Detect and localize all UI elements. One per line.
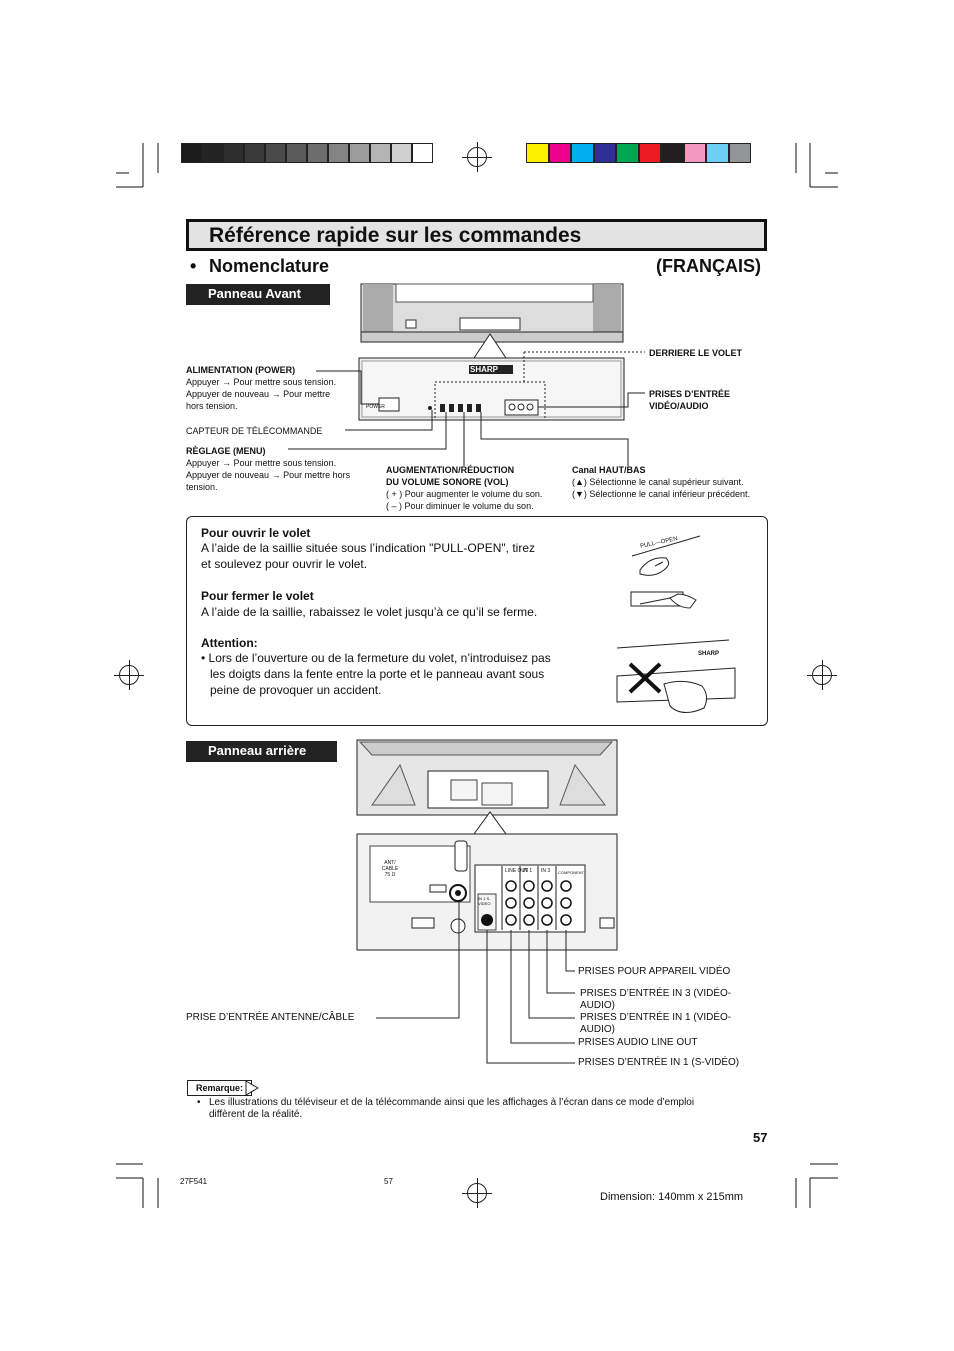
jack-line-out-label: LINE OUT <box>505 868 529 874</box>
remarque-tag: Remarque: <box>187 1080 253 1096</box>
close-door-text: A l’aide de la saillie, rabaissez le vol… <box>201 605 538 619</box>
calibration-swatch <box>526 143 549 163</box>
line-out-jacks-label: PRISES AUDIO LINE OUT <box>578 1037 698 1048</box>
attention-text: • Lors de l’ouverture ou de la fermeture… <box>201 651 551 697</box>
video-device-jacks-label: PRISES POUR APPAREIL VIDÉO <box>578 966 731 977</box>
registration-mark-icon <box>807 660 837 690</box>
page-title: Référence rapide sur les commandes <box>209 224 582 247</box>
print-page-number: 57 <box>384 1177 393 1186</box>
calibration-swatch <box>638 143 661 163</box>
registration-mark-icon <box>462 142 492 172</box>
attention-title: Attention: <box>201 636 258 650</box>
power-label: ALIMENTATION (POWER) Appuyer → Pour mett… <box>186 365 337 411</box>
page-number: 57 <box>753 1130 768 1145</box>
calibration-swatch <box>265 143 286 163</box>
calibration-swatch <box>286 143 307 163</box>
menu-label: RÈGLAGE (MENU) Appuyer → Pour mettre sou… <box>186 446 351 492</box>
calibration-swatch <box>181 143 202 163</box>
open-door-text: A l’aide de la saillie située sous l’ind… <box>201 541 536 571</box>
page-title-bar: Référence rapide sur les commandes <box>186 219 767 251</box>
jack-in1-svideo-label: IN 1 S-VIDEO <box>478 896 491 906</box>
behind-door-label: DERRIERE LE VOLET <box>649 348 743 358</box>
calibration-swatch <box>349 143 370 163</box>
front-panel-tag: Panneau Avant <box>186 284 330 305</box>
calibration-swatch <box>307 143 328 163</box>
calibration-swatch <box>593 143 616 163</box>
in3-jacks-label: PRISES D’ENTRÉE IN 3 (VIDÉO-AUDIO) <box>580 988 732 1011</box>
gray-calibration-strip <box>181 143 433 163</box>
section-heading: Nomenclature <box>209 256 330 276</box>
section-bullet: • <box>190 256 197 276</box>
color-calibration-strip <box>526 143 751 163</box>
jack-component-label: COMPONENT <box>558 870 584 875</box>
calibration-swatch <box>706 143 729 163</box>
channel-label: Canal HAUT/BAS (▲) Sélectionne le canal … <box>572 465 751 499</box>
calibration-swatch <box>571 143 594 163</box>
calibration-swatch <box>391 143 412 163</box>
jack-in1-label: IN 1 <box>523 868 533 874</box>
calibration-swatch <box>728 143 751 163</box>
door-brand-logo: SHARP <box>698 651 720 657</box>
remarque-arrow-icon <box>245 1080 259 1096</box>
registration-mark-icon <box>114 660 144 690</box>
jack-in3-label: IN 3 <box>541 868 551 874</box>
rear-panel-tag: Panneau arrière <box>186 741 337 762</box>
calibration-swatch <box>412 143 433 163</box>
in1-svideo-jack-label: PRISES D’ENTRÉE IN 1 (S-VIDÉO) <box>578 1057 740 1068</box>
language-label: (FRANÇAIS) <box>656 256 761 276</box>
calibration-swatch <box>244 143 265 163</box>
door-instructions-box: Pour ouvrir le volet A l’aide de la sail… <box>186 516 768 726</box>
calibration-swatch <box>683 143 706 163</box>
remarque-bullet: • <box>197 1097 201 1108</box>
calibration-swatch <box>548 143 571 163</box>
front-brand-logo: SHARP <box>470 365 499 374</box>
close-door-title: Pour fermer le volet <box>201 589 314 603</box>
calibration-swatch <box>202 143 223 163</box>
open-door-title: Pour ouvrir le volet <box>201 526 311 540</box>
calibration-swatch <box>661 143 684 163</box>
calibration-swatch <box>223 143 244 163</box>
antenna-jack-label: PRISE D’ENTRÉE ANTENNE/CÂBLE <box>186 1012 355 1023</box>
in1-jacks-label: PRISES D’ENTRÉE IN 1 (VIDÉO-AUDIO) <box>580 1012 732 1035</box>
calibration-swatch <box>616 143 639 163</box>
calibration-swatch <box>370 143 391 163</box>
remote-sensor-label: CAPTEUR DE TÉLÉCOMMANDE <box>186 426 323 436</box>
model-number: 27F541 <box>180 1177 208 1186</box>
registration-mark-icon <box>462 1178 492 1208</box>
dimension-label: Dimension: 140mm x 215mm <box>600 1191 744 1203</box>
remarque-text: Les illustrations du téléviseur et de la… <box>209 1097 695 1120</box>
calibration-swatch <box>328 143 349 163</box>
power-button-label: POWER <box>366 404 385 410</box>
